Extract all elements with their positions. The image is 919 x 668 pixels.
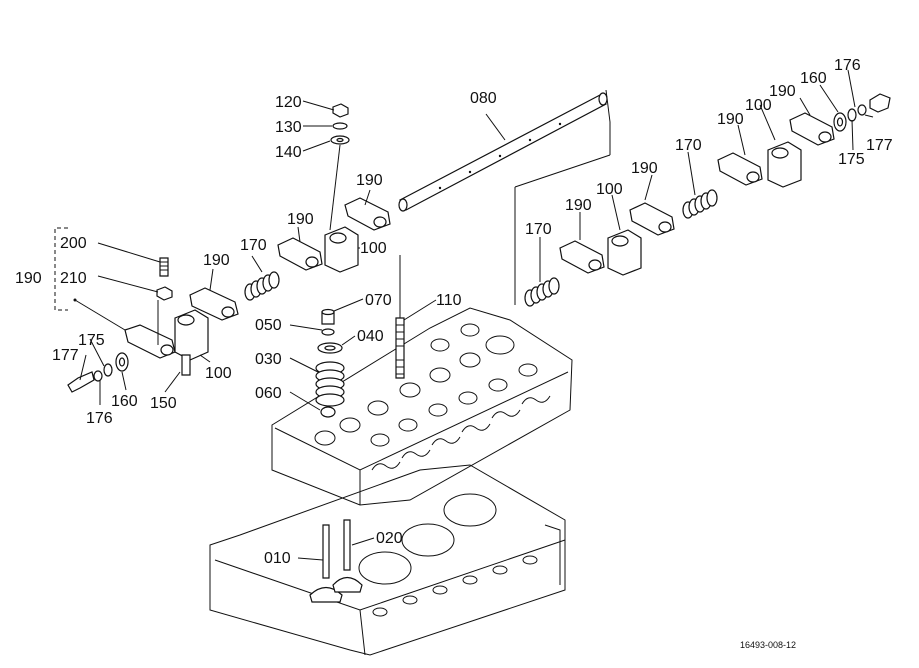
label-100-b: 100 — [205, 365, 232, 382]
leader-lines — [79, 69, 874, 561]
label-190-a: 190 — [356, 172, 383, 189]
label-210: 210 — [60, 270, 87, 287]
label-020: 020 — [376, 530, 403, 547]
label-190-g: 190 — [565, 197, 592, 214]
label-177-a: 177 — [52, 347, 79, 364]
label-030: 030 — [255, 351, 282, 368]
label-190-b: 190 — [287, 211, 314, 228]
part-labels: 120 130 140 080 190 100 190 170 200 210 … — [15, 57, 893, 650]
label-177-b: 177 — [866, 137, 893, 154]
cylinder-head — [271, 307, 573, 506]
valve-spring-assembly — [315, 308, 345, 418]
label-170-c: 170 — [525, 221, 552, 238]
rocker-shaft — [398, 89, 611, 305]
label-190-e: 190 — [717, 111, 744, 128]
valves — [309, 519, 363, 603]
label-190-c: 190 — [203, 252, 230, 269]
label-176-a: 176 — [86, 410, 113, 427]
label-175-a: 175 — [78, 332, 105, 349]
label-100-c: 100 — [745, 97, 772, 114]
label-150: 150 — [150, 395, 177, 412]
right-rocker-group — [524, 93, 891, 307]
label-190-group: 190 — [15, 270, 42, 287]
label-130: 130 — [275, 119, 302, 136]
label-160-b: 160 — [800, 70, 827, 87]
label-110: 110 — [436, 292, 462, 309]
label-170-b: 170 — [675, 137, 702, 154]
label-176-b: 176 — [834, 57, 861, 74]
label-200: 200 — [60, 235, 87, 252]
label-100-d: 100 — [596, 181, 623, 198]
label-175-b: 175 — [838, 151, 865, 168]
label-140: 140 — [275, 144, 302, 161]
left-rocker-group — [54, 197, 391, 393]
label-190-d: 190 — [769, 83, 796, 100]
label-190-f: 190 — [631, 160, 658, 177]
label-080: 080 — [470, 90, 497, 107]
label-040: 040 — [357, 328, 384, 345]
reference-code: 16493-008-12 — [740, 640, 796, 650]
label-010: 010 — [264, 550, 291, 567]
label-170-a: 170 — [240, 237, 267, 254]
nut-washer-stack — [329, 103, 350, 231]
label-050: 050 — [255, 317, 282, 334]
stud-bolt — [395, 255, 405, 379]
label-160-a: 160 — [111, 393, 138, 410]
label-100-a: 100 — [360, 240, 387, 257]
cylinder-block — [209, 464, 566, 656]
label-120: 120 — [275, 94, 302, 111]
label-060: 060 — [255, 385, 282, 402]
label-070: 070 — [365, 292, 392, 309]
